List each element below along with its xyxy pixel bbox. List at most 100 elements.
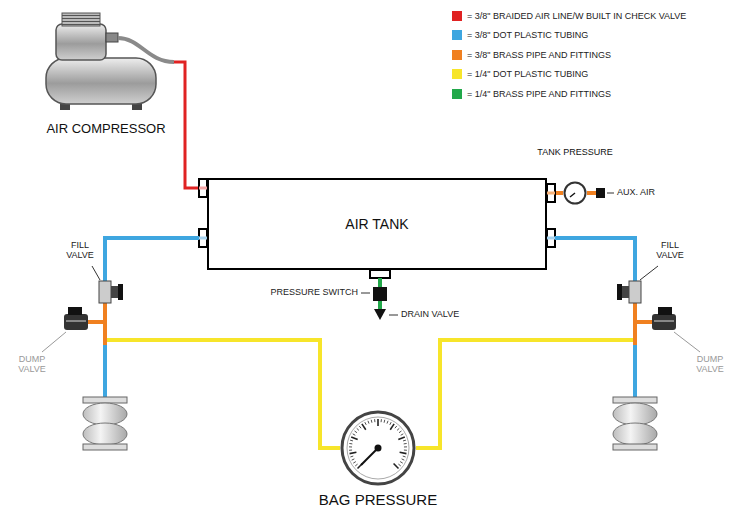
air-compressor-illustration-part [46, 58, 156, 104]
leader-line-part [607, 193, 614, 194]
gauge-tick [403, 440, 406, 442]
air-bag-part [83, 423, 127, 445]
gauge-needle [361, 448, 378, 465]
gauge-tick [365, 422, 366, 425]
tank-port-part [547, 192, 555, 195]
gauge-tick [395, 426, 397, 428]
gauge-tick [368, 421, 369, 424]
left-valve-assembly-part [66, 321, 86, 322]
gauge-tick [387, 421, 388, 424]
gauge-rim [565, 183, 586, 204]
gauge-tick [390, 422, 391, 425]
gauge-tick [384, 420, 386, 423]
valve-label: FILL VALVE [650, 240, 690, 261]
gauge-tick [349, 450, 352, 451]
gauge-tick [399, 431, 401, 433]
aux-air-fitting-part [596, 188, 605, 198]
air-bag-part [613, 397, 657, 403]
valve-label: FILL VALVE [60, 240, 100, 261]
right-valve-assembly-part [555, 238, 635, 283]
legend-text: = 1/4" BRASS PIPE AND FITTINGS [467, 89, 611, 99]
air-line [547, 191, 563, 195]
aux-air-fitting-part [587, 191, 597, 195]
tank-port-part [547, 184, 555, 202]
gauge-rim [342, 412, 414, 484]
legend-text: = 3/8" BRASS PIPE AND FITTINGS [467, 50, 611, 60]
gauge-tick [371, 420, 373, 423]
gauge-tick [404, 450, 407, 451]
gauge-tick [397, 428, 399, 430]
legend-swatch [452, 11, 462, 21]
tank-port-part [199, 237, 207, 240]
air-bag-part [613, 423, 657, 445]
gauge-tick [398, 437, 404, 440]
legend-swatch [452, 50, 462, 60]
gauge-tick [401, 434, 404, 435]
tank-port-part [547, 229, 555, 247]
right-valve-assembly-part [654, 321, 674, 322]
gauge-tick [362, 424, 366, 430]
legend-swatch [452, 89, 462, 99]
leader-line-part [389, 315, 398, 316]
legend-row: = 3/8" BRAIDED AIR LINE/W BUILT IN CHECK… [452, 6, 686, 26]
gauge-tick [390, 424, 394, 430]
gauge-tick [352, 459, 355, 460]
valve-label: DRAIN VALVE [401, 309, 491, 319]
gauge-hub [375, 445, 382, 452]
gauge-tick [402, 459, 405, 460]
legend: = 3/8" BRAIDED AIR LINE/W BUILT IN CHECK… [452, 6, 686, 104]
gauge-label: TANK PRESSURE [537, 147, 612, 157]
air-compressor-illustration-part [118, 38, 174, 62]
pressure-switch-and-drain-part [374, 309, 386, 320]
tank-port-part [547, 237, 555, 240]
air-tank-box: AIR TANK [207, 178, 547, 270]
legend-text: = 1/4" DOT PLASTIC TUBING [467, 69, 588, 79]
gauge-bezel [347, 417, 409, 479]
right-valve-assembly-part [635, 320, 652, 324]
air-compressor-illustration [46, 13, 174, 110]
legend-swatch [452, 30, 462, 40]
gauge-tick [350, 440, 353, 442]
leader-line-part [361, 293, 370, 294]
switch-label: PRESSURE SWITCH [250, 287, 358, 297]
left-valve-assembly-part [99, 281, 111, 303]
left-valve-assembly-part [105, 238, 199, 283]
aux-air-fitting [587, 188, 605, 198]
gauge-tick [359, 426, 361, 428]
gauge-tick [355, 464, 357, 466]
gauge-tick [403, 456, 406, 458]
air-bag-part [83, 403, 127, 425]
gauge-tick [351, 437, 357, 440]
air-bag-part [83, 444, 127, 450]
left-valve-assembly [64, 238, 199, 398]
right-valve-assembly-part [633, 345, 637, 398]
gauge-tick [400, 452, 407, 453]
gauge-tick [400, 462, 403, 464]
legend-row: = 1/4" BRASS PIPE AND FITTINGS [452, 84, 686, 104]
legend-text: = 3/8" BRAIDED AIR LINE/W BUILT IN CHECK… [467, 11, 686, 21]
right-valve-assembly-part [658, 307, 672, 315]
right-valve-assembly-part [629, 281, 641, 303]
air-bag-part [613, 403, 657, 425]
valve-label: DUMP VALVE [10, 354, 54, 375]
legend-row: = 3/8" BRASS PIPE AND FITTINGS [452, 45, 686, 65]
gauge-tick [353, 462, 356, 464]
gauge-tick [355, 431, 357, 433]
gauge-tick [404, 446, 407, 447]
legend-text: = 3/8" DOT PLASTIC TUBING [467, 30, 588, 40]
gauge-tick [350, 456, 353, 458]
port-label: AUX. AIR [617, 187, 687, 197]
gauge-face [563, 181, 587, 205]
air-compressor-illustration-part [56, 24, 106, 60]
leader-line-part [640, 266, 658, 280]
air-compressor: AIR COMPRESSOR [38, 12, 174, 136]
leader-line-part [674, 332, 700, 352]
gauge-tick [357, 428, 359, 430]
legend-swatch [452, 69, 462, 79]
leader-line-part [42, 332, 66, 352]
right-valve-assembly-part [617, 284, 622, 300]
left-valve-assembly-part [88, 320, 105, 324]
pressure-switch-and-drain-part [378, 278, 382, 287]
legend-row: = 1/4" DOT PLASTIC TUBING [452, 65, 686, 85]
gauge-face [340, 410, 416, 486]
